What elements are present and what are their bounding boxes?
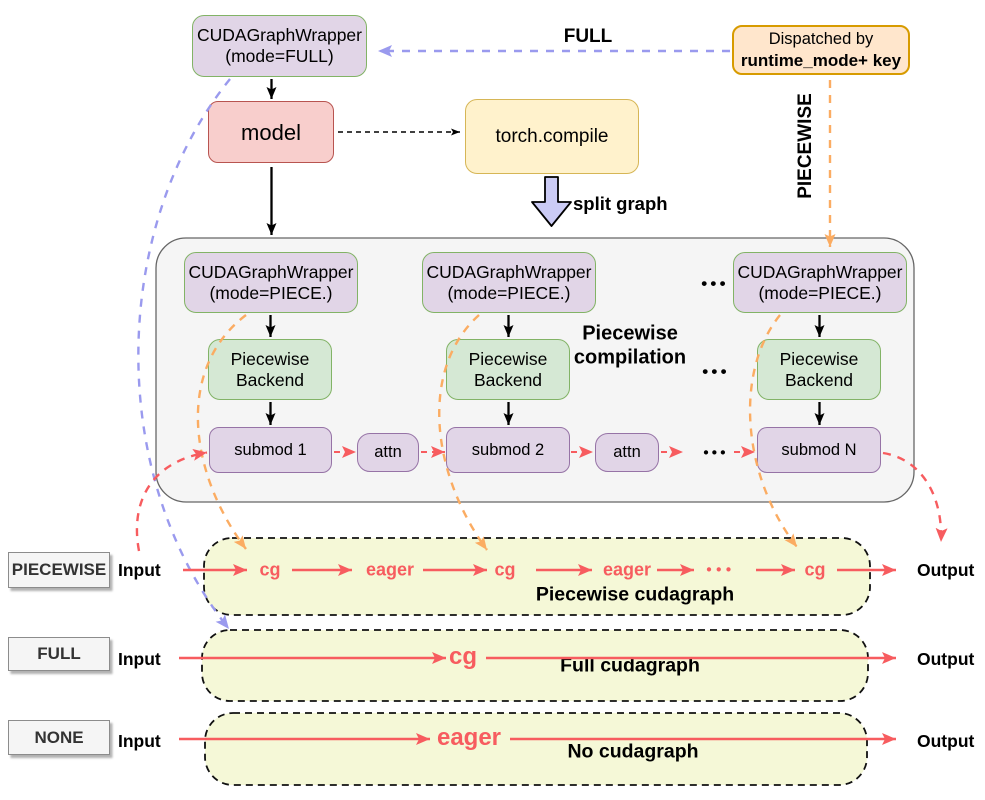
submod-2-label: submod 2: [471, 440, 545, 459]
full-output-label: Output: [917, 649, 975, 669]
backend-2-line2: Backend: [473, 369, 543, 390]
cudagraph-wrapper-full-line2: (mode=FULL): [225, 46, 334, 66]
mode-label-full[interactable]: FULL: [8, 637, 110, 671]
submod-n-label: submod N: [781, 440, 857, 459]
torch-compile-label: torch.compile: [495, 126, 609, 147]
arrow-submodn-to-output: [882, 451, 948, 543]
none-eager-label: eager: [436, 724, 502, 751]
submod-n-box[interactable]: submod N: [757, 427, 881, 473]
wrapper-piece-1-line2: (mode=PIECE.): [209, 282, 333, 303]
backend-3-line2: Backend: [784, 369, 854, 390]
cudagraph-wrapper-piece-3-box[interactable]: CUDAGraphWrapper (mode=PIECE.): [733, 252, 907, 313]
submod-1-label: submod 1: [234, 440, 307, 459]
piecewise-backend-3-box[interactable]: Piecewise Backend: [757, 339, 881, 400]
attn-2-box[interactable]: attn: [595, 433, 659, 472]
split-graph-block-arrow-icon: [531, 176, 572, 227]
piecewise-cudagraph-caption: Piecewise cudagraph: [535, 583, 735, 606]
model-box[interactable]: model: [208, 101, 334, 163]
cudagraph-wrapper-full-line1: CUDAGraphWrapper: [196, 25, 362, 45]
submod-ellipsis: •••: [703, 444, 729, 462]
dispatcher-box[interactable]: Dispatched by runtime_mode+ key: [732, 25, 910, 75]
mode-label-none-text: NONE: [34, 727, 84, 747]
none-output-label: Output: [917, 731, 975, 751]
backend-ellipsis: •••: [702, 362, 730, 381]
backend-1-line2: Backend: [235, 369, 305, 390]
dispatcher-line2: runtime_mode+ key: [740, 51, 902, 70]
no-cudagraph-box: [204, 712, 868, 786]
mode-label-none[interactable]: NONE: [8, 720, 110, 755]
piecewise-chain-cg-1: cg: [259, 559, 281, 580]
piecewise-chain-ellipsis: •••: [706, 561, 736, 579]
backend-2-line1: Piecewise: [468, 348, 548, 369]
attn-1-box[interactable]: attn: [357, 433, 419, 472]
full-input-label: Input: [118, 649, 161, 669]
piecewise-chain-eager-2: eager: [602, 559, 652, 580]
torch-compile-box[interactable]: torch.compile: [465, 99, 639, 174]
backend-3-line1: Piecewise: [779, 348, 859, 369]
wrapper-piece-3-line2: (mode=PIECE.): [758, 282, 882, 303]
attn-2-label: attn: [613, 443, 641, 461]
submod-2-box[interactable]: submod 2: [446, 427, 570, 473]
full-cg-label: cg: [448, 643, 478, 670]
wrapper-ellipsis: •••: [701, 274, 729, 293]
none-input-label: Input: [118, 731, 161, 751]
mode-label-piecewise[interactable]: PIECEWISE: [8, 552, 110, 588]
full-cudagraph-caption: Full cudagraph: [560, 654, 700, 677]
piecewise-compilation-title-line1: Piecewise: [582, 322, 678, 345]
model-label: model: [241, 119, 301, 145]
piecewise-output-label: Output: [917, 560, 975, 580]
backend-1-line1: Piecewise: [230, 348, 310, 369]
arrow-input-to-submod1: [135, 448, 208, 552]
piecewise-backend-1-box[interactable]: Piecewise Backend: [208, 339, 332, 400]
attn-1-label: attn: [374, 443, 402, 461]
submod-1-box[interactable]: submod 1: [209, 427, 332, 473]
piecewise-arrow-label: PIECEWISE: [795, 93, 816, 199]
piecewise-compilation-title-line2: compilation: [573, 346, 687, 369]
cudagraph-wrapper-piece-2-box[interactable]: CUDAGraphWrapper (mode=PIECE.): [422, 252, 596, 313]
no-cudagraph-caption: No cudagraph: [567, 740, 699, 763]
wrapper-piece-2-line1: CUDAGraphWrapper: [426, 261, 592, 282]
wrapper-piece-2-line2: (mode=PIECE.): [447, 282, 571, 303]
mode-label-full-text: FULL: [37, 644, 81, 663]
cudagraph-wrapper-piece-1-box[interactable]: CUDAGraphWrapper (mode=PIECE.): [184, 252, 358, 313]
piecewise-chain-cg-2: cg: [494, 559, 516, 580]
piecewise-backend-2-box[interactable]: Piecewise Backend: [446, 339, 570, 400]
split-graph-label: split graph: [573, 193, 668, 214]
dispatcher-line1: Dispatched by: [768, 30, 874, 48]
full-cudagraph-box: [201, 629, 869, 702]
piecewise-input-label: Input: [118, 560, 161, 580]
piecewise-chain-cg-3: cg: [804, 559, 826, 580]
wrapper-piece-1-line1: CUDAGraphWrapper: [188, 261, 354, 282]
piecewise-chain-eager-1: eager: [365, 559, 415, 580]
cudagraph-wrapper-full-box[interactable]: CUDAGraphWrapper (mode=FULL): [192, 15, 367, 77]
mode-label-piecewise-text: PIECEWISE: [11, 560, 107, 579]
full-arrow-label: FULL: [563, 26, 613, 47]
wrapper-piece-3-line1: CUDAGraphWrapper: [737, 261, 903, 282]
